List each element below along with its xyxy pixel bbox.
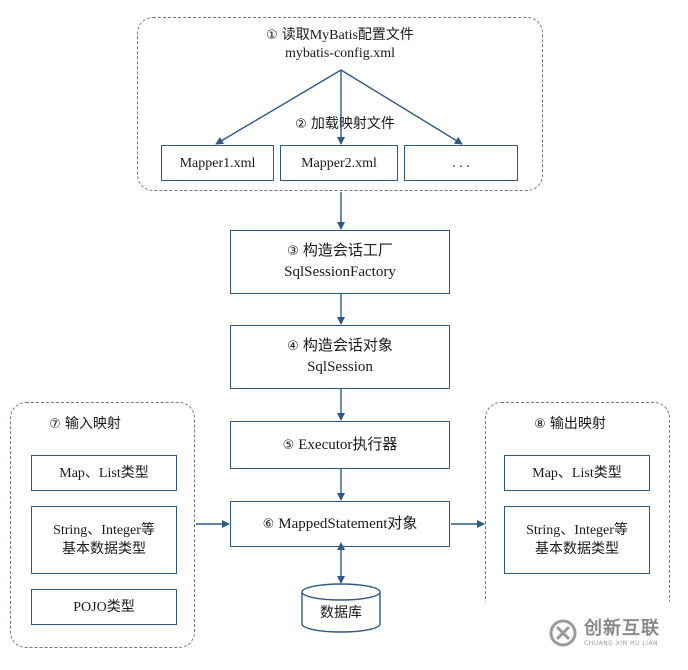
config-group <box>137 17 543 191</box>
mapper-box-1-label: Mapper1.xml <box>179 155 256 171</box>
step1-number: ① <box>266 28 278 43</box>
output-item-map-list: Map、List类型 <box>504 455 650 491</box>
database-label: 数据库 <box>320 606 362 621</box>
input-item-string-integer: String、Integer等 基本数据类型 <box>31 506 177 574</box>
output-item-string-integer-line2: 基本数据类型 <box>535 542 619 557</box>
input-item-string-integer-line1: String、Integer等 <box>53 523 155 538</box>
mapper-box-more-label: . . . <box>452 155 470 171</box>
step4-title: 构造会话对象 <box>302 338 393 354</box>
database-icon <box>301 583 381 633</box>
input-item-pojo: POJO类型 <box>31 589 177 625</box>
step2-number: ② <box>295 117 307 132</box>
step6-number: ⑥ <box>262 516 275 532</box>
watermark-subtext: CHUANG XIN HU LIAN <box>584 639 659 647</box>
step5-number: ⑤ <box>282 437 295 453</box>
step3-subtitle: SqlSessionFactory <box>284 264 396 280</box>
step4-subtitle: SqlSession <box>307 359 373 375</box>
output-item-map-list-label: Map、List类型 <box>532 465 622 481</box>
watermark-text: 创新互联 <box>584 617 660 639</box>
input-item-pojo-label: POJO类型 <box>73 599 135 615</box>
step8-title: 输出映射 <box>549 417 606 432</box>
arrow-config-to-more <box>340 69 463 145</box>
input-item-string-integer-line2: 基本数据类型 <box>62 542 146 557</box>
watermark-logo-icon <box>549 619 577 647</box>
mapper-box-1: Mapper1.xml <box>161 145 274 181</box>
step5-title: Executor执行器 <box>298 436 398 453</box>
mapper-box-more: . . . <box>404 145 518 181</box>
step8-number: ⑧ <box>534 417 546 432</box>
mapper-box-2: Mapper2.xml <box>280 145 398 181</box>
output-mapping-group <box>485 402 670 602</box>
step7-number: ⑦ <box>49 417 61 432</box>
step4-number: ④ <box>287 339 299 354</box>
input-item-map-list-label: Map、List类型 <box>59 465 149 481</box>
output-item-string-integer-line1: String、Integer等 <box>526 523 628 538</box>
mapper-box-2-label: Mapper2.xml <box>301 155 377 171</box>
step3-number: ③ <box>287 244 299 259</box>
step6-title: MappedStatement对象 <box>278 515 418 532</box>
input-item-map-list: Map、List类型 <box>31 455 177 491</box>
step1-title: 读取MyBatis配置文件 <box>281 28 414 43</box>
input-mapping-group <box>10 402 195 648</box>
step2-title: 加载映射文件 <box>310 117 395 132</box>
step7-title: 输入映射 <box>64 417 121 432</box>
arrow-config-to-mapper1 <box>215 69 342 145</box>
step1-subtitle: mybatis-config.xml <box>284 46 396 61</box>
output-item-string-integer: String、Integer等 基本数据类型 <box>504 506 650 574</box>
step3-title: 构造会话工厂 <box>302 243 393 259</box>
watermark: 创新互联 CHUANG XIN HU LIAN <box>548 618 660 648</box>
